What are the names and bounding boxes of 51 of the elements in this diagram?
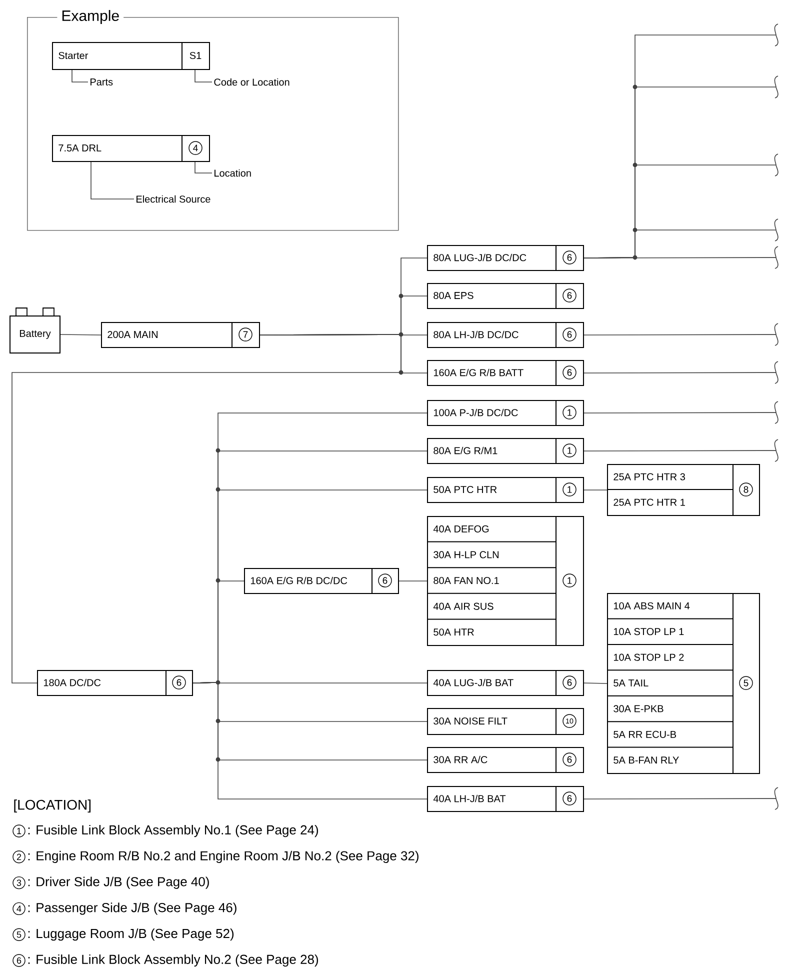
wire (584, 246, 778, 269)
wire (398, 580, 428, 582)
heading: [LOCATION] (14, 799, 90, 813)
wire (584, 323, 778, 346)
callout-text: Location (214, 169, 251, 177)
callout-text: Code or Location (214, 78, 290, 86)
wire (12, 334, 402, 684)
callout-text: Parts (90, 78, 113, 86)
fuse-box: 160A E/G R/B DC/DC 6 (244, 568, 399, 594)
location-note: : Passenger Side J/B (See Page 46) (28, 902, 236, 915)
location-number: 2 (12, 850, 26, 864)
fuse-box: 7.5A DRL 4 (52, 134, 210, 162)
leader-line (90, 162, 134, 200)
wire (60, 334, 102, 336)
fuse-block: 10A ABS MAIN 4 10A STOP LP 1 10A STOP LP 2 5A TAIL 30A E-PKB 5A RR ECU-B 5A B-FAN RLY 5 (606, 592, 760, 774)
fuse-box: 160A E/G R/B BATT 6 (427, 360, 584, 386)
location-note: : Engine Room R/B No.2 and Engine Room J/B No.2 (See Page 32) (28, 850, 418, 863)
fuse-box: 30A RR A/C 6 (427, 746, 584, 773)
fuse-box: 50A PTC HTR 1 (427, 476, 584, 503)
callout-text: Electrical Source (136, 195, 210, 203)
wire (584, 401, 778, 424)
fuse-block: 25A PTC HTR 3 25A PTC HTR 1 8 (606, 464, 760, 516)
fuse-box: 200A MAIN 7 (101, 322, 260, 348)
location-number: 5 (12, 928, 26, 941)
location-number: 3 (12, 876, 26, 890)
fuse-box: 80A LH-J/B DC/DC 6 (427, 322, 584, 348)
location-note: : Driver Side J/B (See Page 40) (28, 876, 209, 889)
fuse-box: 80A LUG-J/B DC/DC 6 (427, 244, 584, 271)
fuse-box: 80A EPS 6 (427, 282, 584, 309)
location-number: 6 (12, 954, 26, 967)
leader-line (72, 70, 88, 82)
wire (584, 439, 778, 462)
location-number: 1 (12, 824, 26, 838)
leader-line (194, 70, 212, 82)
wire (584, 361, 778, 384)
leader-line (194, 162, 212, 174)
wire (584, 682, 608, 684)
fuse-box: 40A LUG-J/B BAT 6 (427, 670, 584, 696)
wire (192, 682, 428, 800)
fuse-box: 100A P-J/B DC/DC 1 (427, 400, 584, 426)
fuse-box: 80A E/G R/M1 1 (427, 438, 584, 464)
wire (584, 787, 778, 810)
fuse-block: 40A DEFOG 30A H-LP CLN 80A FAN NO.1 40A AIR SUS 50A HTR 1 (426, 516, 584, 646)
fuse-box: 180A DC/DC 6 (37, 670, 193, 696)
location-note: : Luggage Room J/B (See Page 52) (28, 928, 234, 941)
fuse-box: 40A LH-J/B BAT 6 (427, 786, 584, 812)
location-note: : Fusible Link Block Assembly No.1 (See Page 24) (28, 824, 318, 838)
battery-box: Battery (10, 308, 60, 354)
fuse-box: Starter S1 (52, 42, 210, 70)
location-note: : Fusible Link Block Assembly No.2 (See Page 28) (28, 954, 318, 967)
location-number: 4 (12, 902, 26, 916)
